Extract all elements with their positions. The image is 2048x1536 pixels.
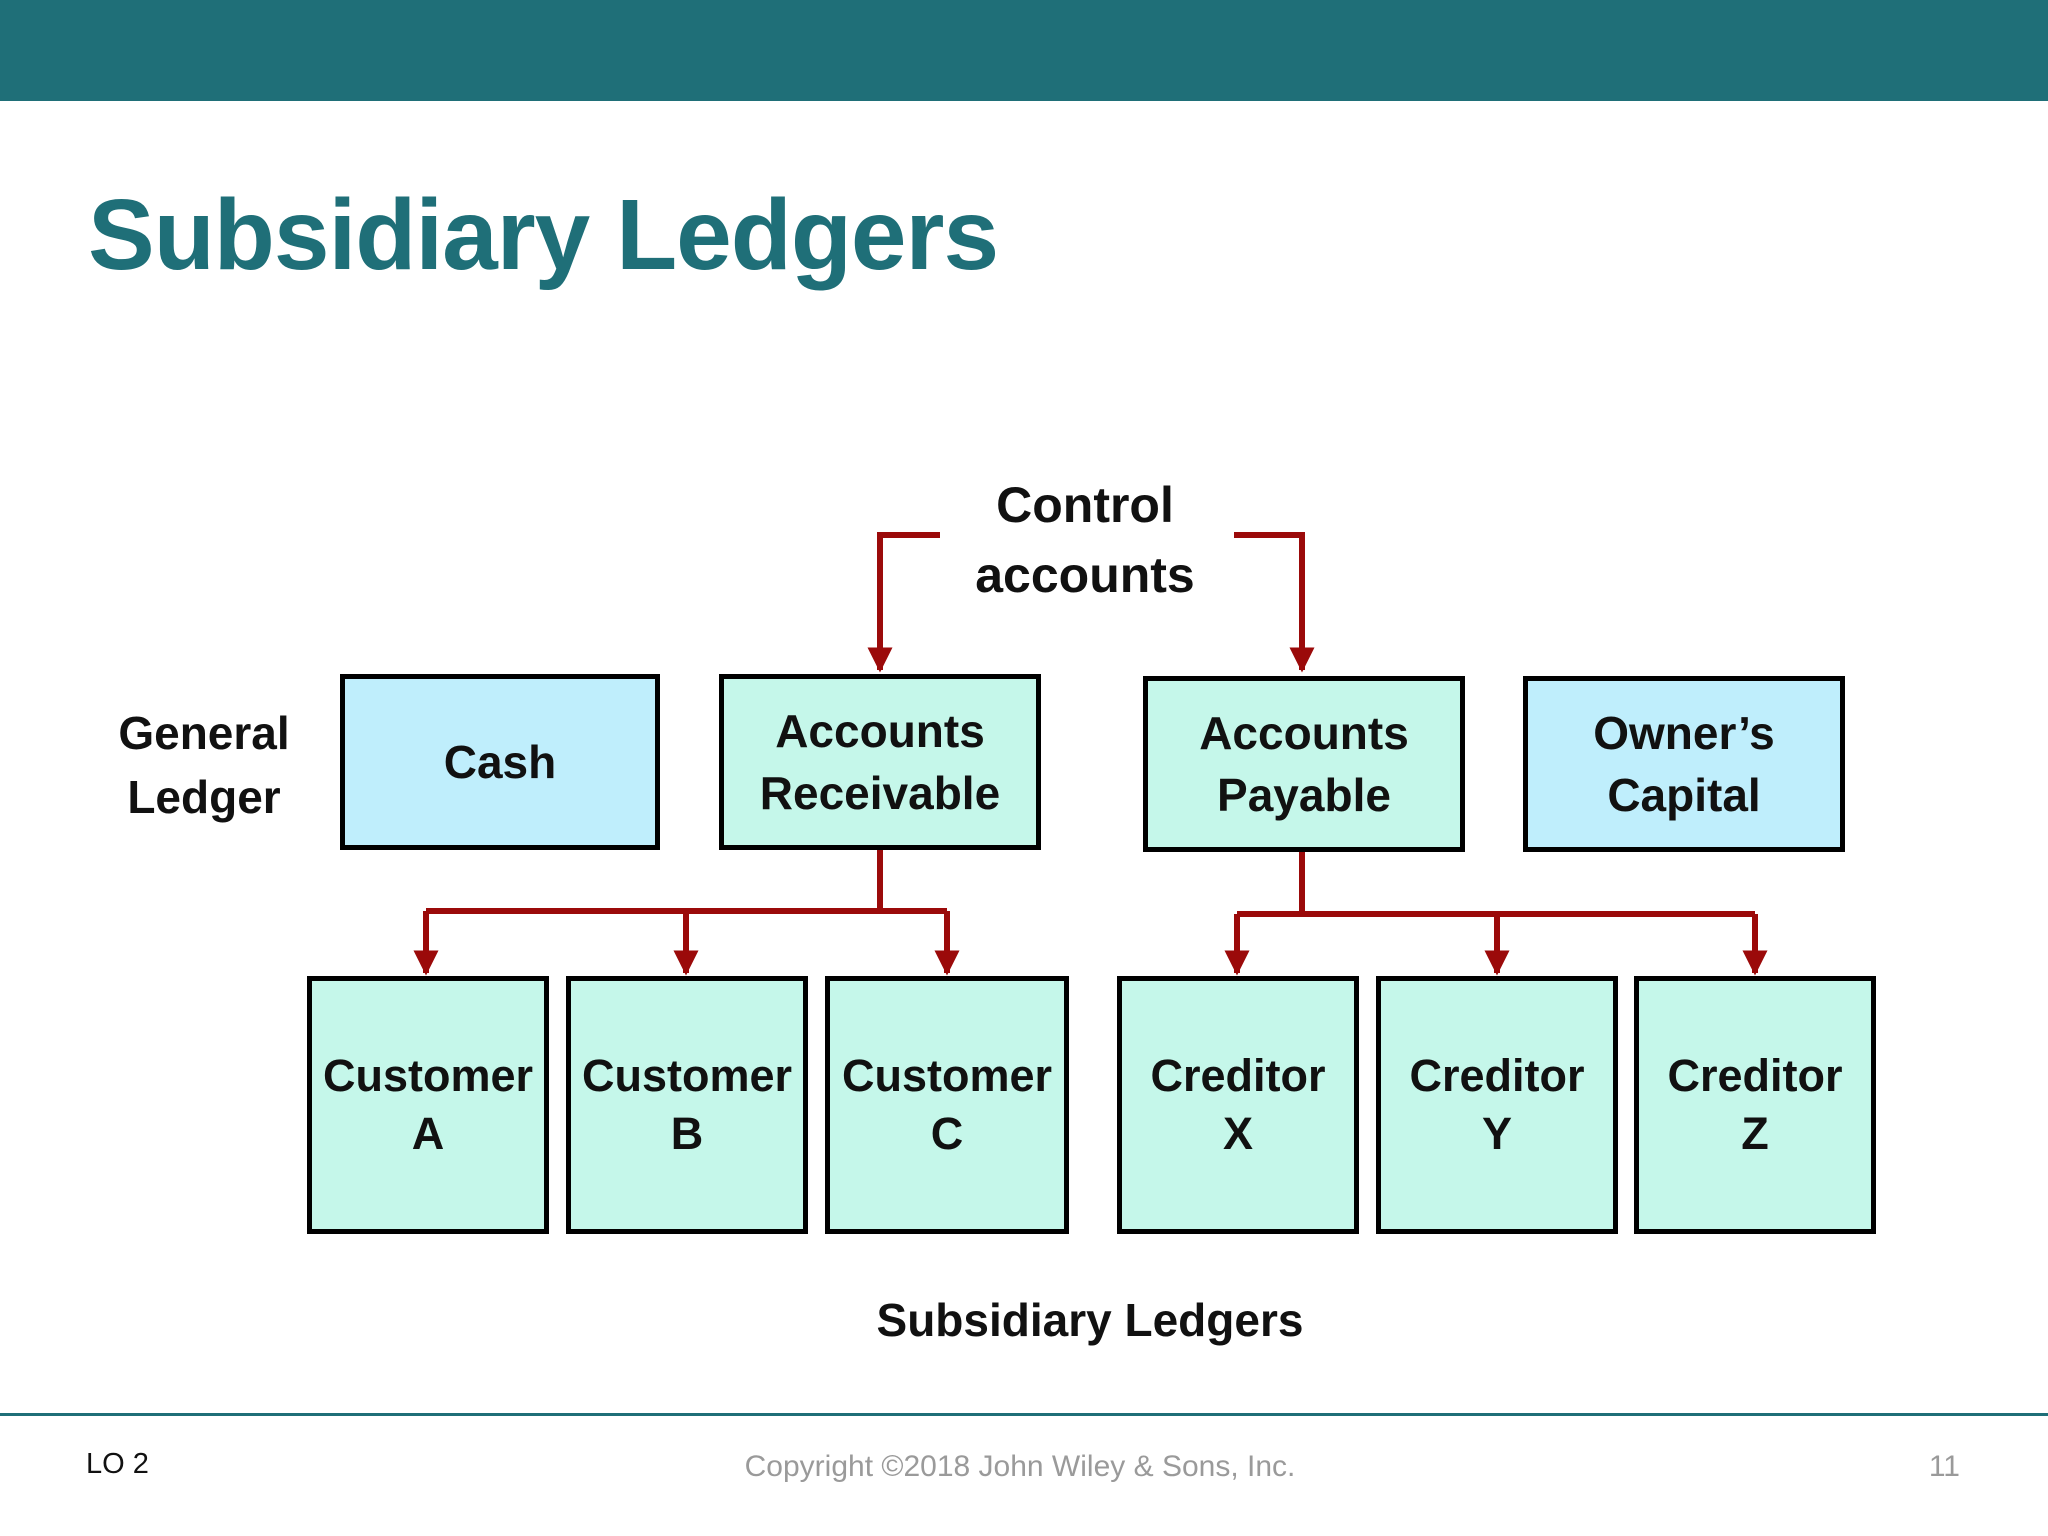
top-header-bar [0, 0, 2048, 101]
copyright-notice: Copyright ©2018 John Wiley & Sons, Inc. [744, 1450, 1296, 1483]
customer-a-box: Customer A [307, 976, 549, 1234]
creditor-y-box: Creditor Y [1376, 976, 1618, 1234]
slide-title: Subsidiary Ledgers [88, 179, 999, 291]
control-accounts-label: Control accounts [975, 477, 1195, 603]
learning-objective-label: LO 2 [86, 1448, 149, 1480]
accounts-receivable-box: Accounts Receivable [719, 674, 1041, 850]
accounts-payable-box: Accounts Payable [1143, 676, 1465, 852]
creditor-x-box: Creditor X [1117, 976, 1359, 1234]
creditor-z-box: Creditor Z [1634, 976, 1876, 1234]
owners-capital-box: Owner’s Capital [1523, 676, 1845, 852]
customer-b-box: Customer B [566, 976, 808, 1234]
subsidiary-ledgers-label: Subsidiary Ledgers [876, 1294, 1304, 1346]
general-ledger-label: General Ledger [118, 707, 290, 823]
page-number: 11 [1928, 1450, 1960, 1483]
customer-c-box: Customer C [825, 976, 1069, 1234]
footer-divider [0, 1413, 2048, 1416]
cash-account-box: Cash [340, 674, 660, 850]
control-arrow-receivable [867, 532, 940, 673]
control-arrow-payable [1234, 532, 1315, 673]
